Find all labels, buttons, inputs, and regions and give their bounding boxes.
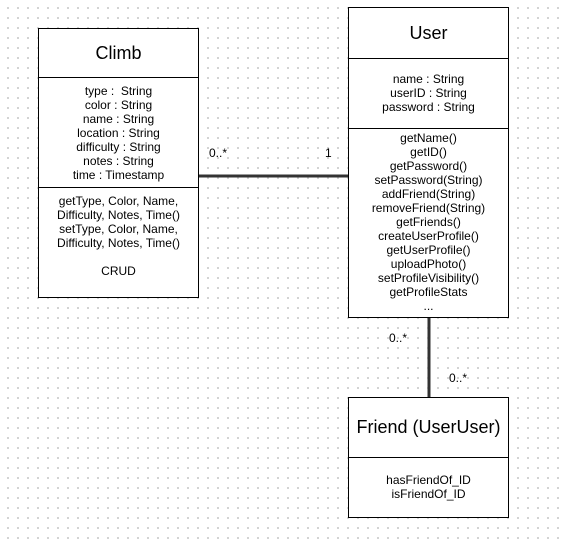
method: getID() (410, 145, 447, 159)
method: ... (423, 299, 434, 313)
attribute: notes : String (83, 154, 154, 168)
user-attributes: name : String userID : String password :… (349, 59, 508, 129)
multiplicity-friend-end: 0..* (449, 371, 468, 385)
multiplicity-user-friend-end: 0..* (389, 331, 408, 345)
method: createUserProfile() (378, 229, 479, 243)
climb-methods: getType, Color, Name, Difficulty, Notes,… (39, 188, 198, 278)
user-class-name: User (349, 8, 508, 59)
method: getName() (400, 131, 457, 145)
method: addFriend(String) (381, 187, 476, 201)
method: getFriends() (396, 215, 461, 229)
attribute: name : String (392, 72, 465, 86)
method: getUserProfile() (386, 243, 471, 257)
attribute: password : String (382, 100, 475, 114)
climb-class-name: Climb (39, 29, 198, 78)
attribute: type : String (84, 84, 153, 98)
method: getPassword() (389, 159, 468, 173)
method: setPassword(String) (374, 173, 483, 187)
attribute: time : Timestamp (72, 168, 165, 182)
user-class[interactable]: User name : String userID : String passw… (348, 7, 509, 318)
friend-class-name: Friend (UserUser) (349, 398, 508, 458)
attribute: isFriendOf_ID (391, 487, 466, 501)
attribute: color : String (84, 98, 153, 112)
friend-class[interactable]: Friend (UserUser) hasFriendOf_ID isFrien… (348, 397, 509, 518)
attribute: hasFriendOf_ID (386, 473, 471, 487)
method: removeFriend(String) (371, 201, 486, 215)
method: uploadPhoto() (390, 257, 467, 271)
method: getType, Color, Name, (58, 194, 179, 208)
method: getProfileStats (389, 285, 468, 299)
method: CRUD (101, 264, 136, 278)
method: setProfileVisibility() (377, 271, 480, 285)
method: Difficulty, Notes, Time() (57, 208, 180, 222)
attribute: name : String (82, 112, 155, 126)
method: Difficulty, Notes, Time() (57, 236, 180, 250)
attribute: location : String (77, 126, 160, 140)
climb-class[interactable]: Climb type : String color : String name … (38, 28, 199, 298)
friend-attributes: hasFriendOf_ID isFriendOf_ID (349, 458, 508, 501)
multiplicity-user-end: 1 (325, 146, 332, 160)
multiplicity-climb-end: 0..* (209, 146, 228, 160)
attribute: userID : String (390, 86, 467, 100)
attribute: difficulty : String (76, 140, 161, 154)
climb-attributes: type : String color : String name : Stri… (39, 78, 198, 188)
method: setType, Color, Name, (59, 222, 178, 236)
user-methods: getName() getID() getPassword() setPassw… (349, 129, 508, 313)
